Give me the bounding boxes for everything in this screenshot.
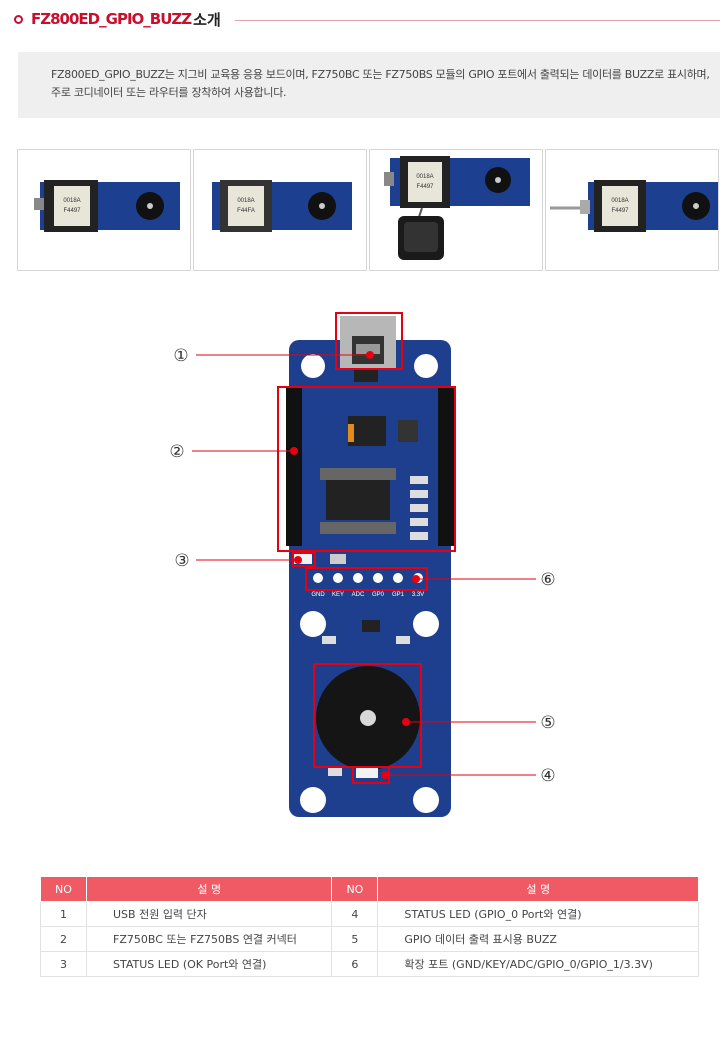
callout-4: ④ (540, 766, 555, 785)
header-right (438, 388, 454, 546)
row-no: 4 (331, 901, 379, 927)
row-no: 3 (40, 951, 87, 977)
intro-line-2: 주로 코디네이터 또는 라우터를 장착하여 사용합니다. (51, 86, 287, 99)
row-desc: USB 전원 입력 단자 (85, 901, 333, 927)
chip-label-top: 0018A (416, 174, 433, 180)
highlight-connector (277, 386, 456, 552)
section-title-suffix: 소개 (193, 10, 221, 29)
callout-5: ⑤ (540, 713, 555, 732)
intro-box: FZ800ED_GPIO_BUZZ는 지그비 교육용 응용 보드이며, FZ75… (18, 52, 720, 118)
chip-label-bottom: F44FA (237, 208, 255, 214)
callout-1: ① (173, 346, 188, 365)
callout-2: ② (169, 442, 184, 461)
port-label: GP1 (392, 592, 405, 598)
section-title-code: FZ800ED_GPIO_BUZZ (31, 10, 192, 28)
table-row: 1 USB 전원 입력 단자 4 STATUS LED (GPIO_0 Port… (40, 901, 699, 927)
header-left (286, 388, 302, 546)
port-label: GND (311, 592, 325, 598)
board-diagram: GND KEY ADC GP0 GP1 3.3V (0, 300, 725, 840)
product-photo-4: 0018A F4497 (545, 149, 719, 271)
chip-label-top: 0018A (63, 198, 80, 204)
product-thumbnails: 0018A F4497 0018A F44FA 0018A F4497 (17, 149, 720, 271)
chip-label-top: 0018A (611, 198, 628, 204)
header-no: NO (40, 876, 87, 902)
row-desc: FZ750BC 또는 FZ750BS 연결 커넥터 (85, 926, 333, 952)
section-header: FZ800ED_GPIO_BUZZ 소개 (14, 8, 720, 30)
port-label: 3.3V (412, 592, 424, 598)
row-no: 5 (331, 926, 379, 952)
callout-6: ⑥ (540, 570, 555, 589)
port-label: GP0 (372, 592, 385, 598)
callout-3: ③ (174, 551, 189, 570)
port-label: KEY (332, 592, 344, 598)
chip-label-top: 0018A (237, 198, 254, 204)
header-no: NO (331, 876, 379, 902)
circle-bullet-icon (14, 14, 23, 24)
header-desc: 설 명 (85, 876, 333, 902)
product-photo-3: 0018A F4497 (369, 149, 543, 271)
spec-table: NO 설 명 NO 설 명 1 USB 전원 입력 단자 4 STATUS LE… (40, 876, 699, 977)
intro-line-1: FZ800ED_GPIO_BUZZ는 지그비 교육용 응용 보드이며, FZ75… (51, 68, 710, 81)
table-row: 3 STATUS LED (OK Port와 연결) 6 확장 포트 (GND/… (40, 951, 699, 977)
row-desc: 확장 포트 (GND/KEY/ADC/GPIO_0/GPIO_1/3.3V) (377, 951, 699, 977)
row-no: 1 (40, 901, 87, 927)
chip-label-bottom: F4497 (63, 208, 81, 214)
row-no: 2 (40, 926, 87, 952)
product-photo-2: 0018A F44FA (193, 149, 367, 271)
row-no: 6 (331, 951, 379, 977)
table-row: 2 FZ750BC 또는 FZ750BS 연결 커넥터 5 GPIO 데이터 출… (40, 926, 699, 952)
table-header-row: NO 설 명 NO 설 명 (40, 876, 699, 902)
chip-label-bottom: F4497 (416, 184, 434, 190)
row-desc: STATUS LED (GPIO_0 Port와 연결) (377, 901, 699, 927)
product-photo-1: 0018A F4497 (17, 149, 191, 271)
header-divider (234, 19, 720, 21)
row-desc: GPIO 데이터 출력 표시용 BUZZ (377, 926, 699, 952)
port-label: ADC (352, 592, 365, 598)
row-desc: STATUS LED (OK Port와 연결) (85, 951, 333, 977)
header-desc: 설 명 (377, 876, 699, 902)
chip-label-bottom: F4497 (611, 208, 629, 214)
highlight-usb (335, 312, 403, 370)
